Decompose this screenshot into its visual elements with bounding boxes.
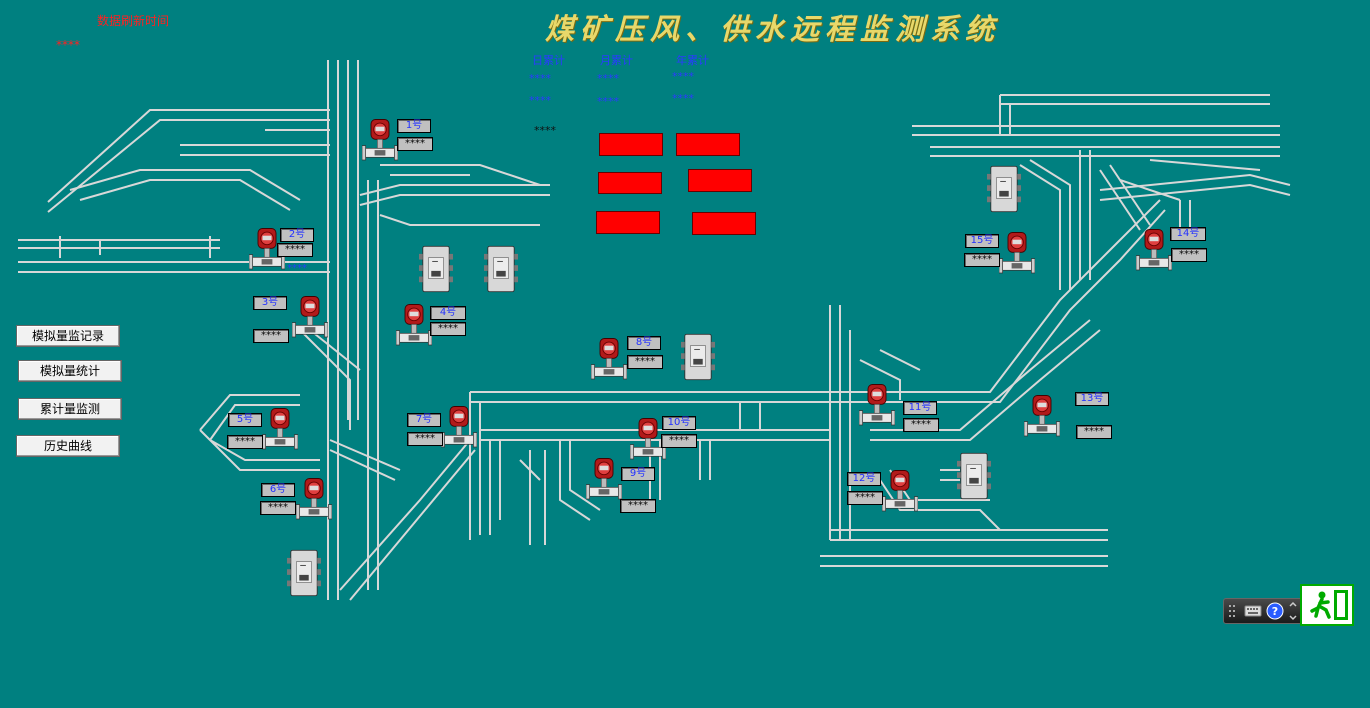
alarm-indicator — [599, 133, 663, 156]
flow-meter-icon[interactable] — [882, 468, 918, 518]
station-label: 5号 — [228, 413, 262, 427]
station-label: 3号 — [253, 296, 287, 310]
control-cabinet-icon — [287, 549, 321, 597]
day-total-value: **** — [529, 72, 551, 85]
ime-toolbar[interactable]: ? — [1223, 598, 1303, 624]
station-value: **** — [627, 355, 663, 369]
station-label: 2号 — [280, 228, 314, 242]
day-total-label: 日累计 — [532, 54, 565, 67]
control-cabinet-icon — [484, 245, 518, 293]
station-value: **** — [227, 435, 263, 449]
station-value: **** — [661, 434, 697, 448]
station-label: 1号 — [397, 119, 431, 133]
year-total-label: 年累计 — [676, 54, 709, 67]
flow-meter-icon[interactable] — [396, 302, 432, 352]
page-title: 煤矿压风、供水远程监测系统 — [545, 12, 1001, 46]
station-value: **** — [430, 322, 466, 336]
flow-meter-icon[interactable] — [1024, 393, 1060, 443]
day-total-value: **** — [529, 94, 551, 107]
month-total-label: 月累计 — [600, 54, 633, 67]
year-total-value: **** — [672, 92, 694, 105]
station-value: **** — [1171, 248, 1207, 262]
year-total-value: **** — [672, 70, 694, 83]
station-extra-value: **** — [287, 263, 307, 274]
station-value: **** — [397, 137, 433, 151]
refresh-time-label: 数据刷新时间 — [97, 14, 170, 28]
station-label: 12号 — [847, 472, 881, 486]
control-cabinet-icon — [681, 333, 715, 381]
station-value: **** — [847, 491, 883, 505]
analog-stats-button[interactable]: 模拟量统计 — [18, 360, 122, 382]
station-value: **** — [260, 501, 296, 515]
month-total-value: **** — [597, 95, 619, 108]
flow-meter-icon[interactable] — [1136, 227, 1172, 277]
alarm-indicator — [596, 211, 660, 234]
station-label: 15号 — [965, 234, 999, 248]
flow-meter-icon[interactable] — [591, 336, 627, 386]
alarm-indicator — [676, 133, 740, 156]
flow-meter-icon[interactable] — [999, 230, 1035, 280]
control-cabinet-icon — [987, 165, 1021, 213]
flow-meter-icon[interactable] — [586, 456, 622, 506]
station-label: 13号 — [1075, 392, 1109, 406]
station-value: **** — [277, 243, 313, 257]
station-value: **** — [620, 499, 656, 513]
station-label: 8号 — [627, 336, 661, 350]
station-label: 11号 — [903, 401, 937, 415]
extra-value: **** — [534, 124, 556, 137]
flow-meter-icon[interactable] — [262, 406, 298, 456]
station-label: 6号 — [261, 483, 295, 497]
month-total-value: **** — [597, 72, 619, 85]
alarm-indicator — [692, 212, 756, 235]
station-value: **** — [407, 432, 443, 446]
control-cabinet-icon — [419, 245, 453, 293]
station-label: 10号 — [662, 416, 696, 430]
flow-meter-icon[interactable] — [441, 404, 477, 454]
station-value: **** — [903, 418, 939, 432]
flow-meter-icon[interactable] — [859, 382, 895, 432]
station-value: **** — [964, 253, 1000, 267]
alarm-indicator — [598, 172, 662, 194]
help-icon[interactable]: ? — [1266, 602, 1284, 620]
flow-meter-icon[interactable] — [296, 476, 332, 526]
alarm-indicator — [688, 169, 752, 192]
station-value: **** — [253, 329, 289, 343]
exit-sign-icon[interactable] — [1300, 584, 1354, 626]
chevron-down-icon[interactable] — [1288, 601, 1298, 621]
svg-text:?: ? — [1272, 605, 1278, 618]
cumulative-monitor-button[interactable]: 累计量监测 — [18, 398, 122, 420]
station-value: **** — [1076, 425, 1112, 439]
station-label: 9号 — [621, 467, 655, 481]
flow-meter-icon[interactable] — [292, 294, 328, 344]
control-cabinet-icon — [957, 452, 991, 500]
flow-meter-icon[interactable] — [362, 117, 398, 167]
station-label: 7号 — [407, 413, 441, 427]
station-label: 14号 — [1170, 227, 1206, 241]
station-label: 4号 — [430, 306, 466, 320]
exit-sign-icon — [1304, 588, 1350, 622]
analog-record-button[interactable]: 模拟量监记录 — [16, 325, 120, 347]
grip-icon — [1229, 605, 1235, 617]
keyboard-icon[interactable] — [1244, 604, 1262, 618]
history-curve-button[interactable]: 历史曲线 — [16, 435, 120, 457]
refresh-time-value: **** — [56, 38, 80, 52]
